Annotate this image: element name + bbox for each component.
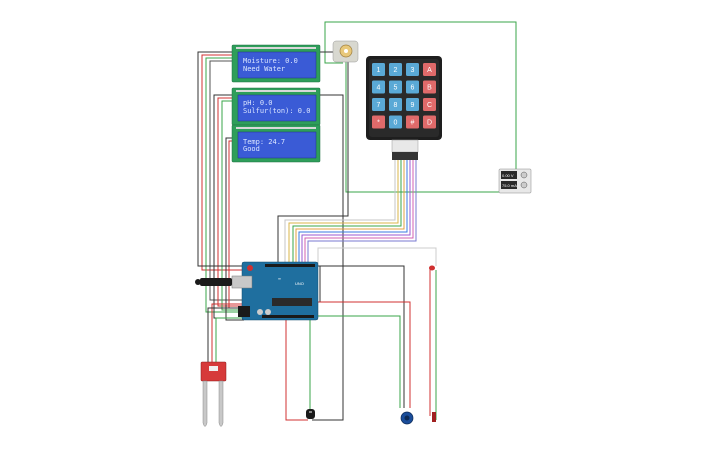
wire-green-ps (345, 60, 500, 193)
power-supply-current: 75.0 mA (502, 183, 517, 188)
keypad-key-5[interactable] (389, 80, 402, 94)
wire-lcd1-green (205, 57, 244, 313)
lcd3-line2: Good (243, 145, 260, 153)
wire-lcd1-red (201, 54, 244, 271)
keypad-key-2[interactable] (406, 63, 419, 76)
keypad-key-label: 8 (394, 102, 398, 109)
keypad-key-label: 4 (377, 84, 381, 91)
keypad-key-label: 1 (377, 67, 381, 74)
keypad-key-label: 0 (394, 119, 398, 126)
keypad-key-6[interactable] (406, 80, 419, 94)
keypad[interactable]: 1 2 3 A 4 5 6 B 7 8 9 C * 0 # D (366, 56, 442, 160)
keypad-key-label: 2 (394, 67, 398, 74)
led-right[interactable] (432, 412, 436, 422)
keypad-key-label: # (411, 119, 415, 126)
keypad-key-label: 6 (411, 84, 415, 91)
keypad-key-label: 3 (411, 67, 415, 74)
wire-red-bottom2 (285, 300, 308, 421)
keypad-key-7[interactable] (423, 80, 436, 94)
wire-keypad-8 (307, 160, 417, 266)
wire-lcd3-dark (225, 137, 244, 321)
keypad-key-1[interactable] (389, 63, 402, 76)
lcd1-line2: Need Water (243, 65, 285, 73)
keypad-key-14[interactable] (406, 115, 419, 129)
wire-light-outline (317, 247, 437, 266)
lcd-display-2[interactable]: pH: 0.0 Sulfur(ton): 0.0 (231, 87, 321, 126)
keypad-key-12[interactable] (372, 115, 385, 129)
wire-lcd2-red (217, 97, 244, 307)
keypad-key-3[interactable] (423, 63, 436, 76)
wire-keypad-4 (295, 160, 405, 266)
lcd2-line1: pH: 0.0 (243, 99, 273, 107)
lcd-display-3[interactable]: Temp: 24.7 Good (231, 124, 321, 163)
wire-keypad-5 (298, 160, 408, 266)
wire-soil-green (215, 317, 244, 362)
keypad-key-11[interactable] (423, 98, 436, 111)
wire-keypad-2 (288, 160, 399, 266)
keypad-key-label: 7 (377, 102, 381, 109)
power-supply[interactable]: 0.00 V 75.0 mA (498, 168, 532, 194)
keypad-key-10[interactable] (406, 98, 419, 111)
temperature-sensor[interactable] (306, 409, 315, 419)
power-supply-voltage: 0.00 V (502, 173, 514, 178)
keypad-key-8[interactable] (372, 98, 385, 111)
wire-green-bottom1 (244, 315, 401, 408)
wires (197, 21, 530, 421)
potentiometer-top[interactable] (332, 40, 359, 63)
keypad-key-label: A (427, 67, 432, 74)
keypad-key-15[interactable] (423, 115, 436, 129)
keypad-key-4[interactable] (372, 80, 385, 94)
wire-lcd-right-dark2 (312, 94, 344, 421)
led-top-right[interactable] (429, 265, 435, 271)
keypad-key-0[interactable] (372, 63, 385, 76)
keypad-key-9[interactable] (389, 98, 402, 111)
wire-keypad-3 (292, 160, 402, 266)
wire-soil-red (211, 303, 244, 362)
wire-green-top (324, 21, 517, 170)
wire-keypad-6 (301, 160, 411, 266)
lcd3-line1: Temp: 24.7 (243, 138, 285, 146)
wire-keypad-7 (304, 160, 414, 266)
buzzer[interactable] (400, 411, 414, 425)
arduino-logo: ∞ (278, 276, 281, 281)
keypad-key-label: * (377, 119, 380, 126)
arduino-board[interactable]: UNO ∞ (231, 261, 319, 321)
usb-cable (195, 278, 232, 286)
lcd1-line1: Moisture: 0.0 (243, 57, 298, 65)
arduino-label: UNO (295, 281, 304, 286)
wire-keypad-1 (284, 160, 396, 266)
keypad-key-label: B (427, 84, 432, 91)
keypad-key-label: 9 (411, 102, 415, 109)
wire-lcd1-dark2 (209, 60, 244, 301)
soil-moisture-sensor[interactable] (200, 361, 227, 427)
wire-lcd2-green (221, 100, 244, 311)
keypad-key-label: C (427, 102, 432, 109)
keypad-key-label: D (427, 119, 432, 126)
lcd-display-1[interactable]: Moisture: 0.0 Need Water (231, 44, 321, 83)
keypad-key-label: 5 (394, 84, 398, 91)
keypad-keys: 1 2 3 A 4 5 6 B 7 8 9 C * 0 # D (372, 63, 436, 129)
lcd2-line2: Sulfur(ton): 0.0 (243, 107, 310, 115)
keypad-key-13[interactable] (389, 115, 402, 129)
wire-soil-dark (207, 307, 244, 362)
